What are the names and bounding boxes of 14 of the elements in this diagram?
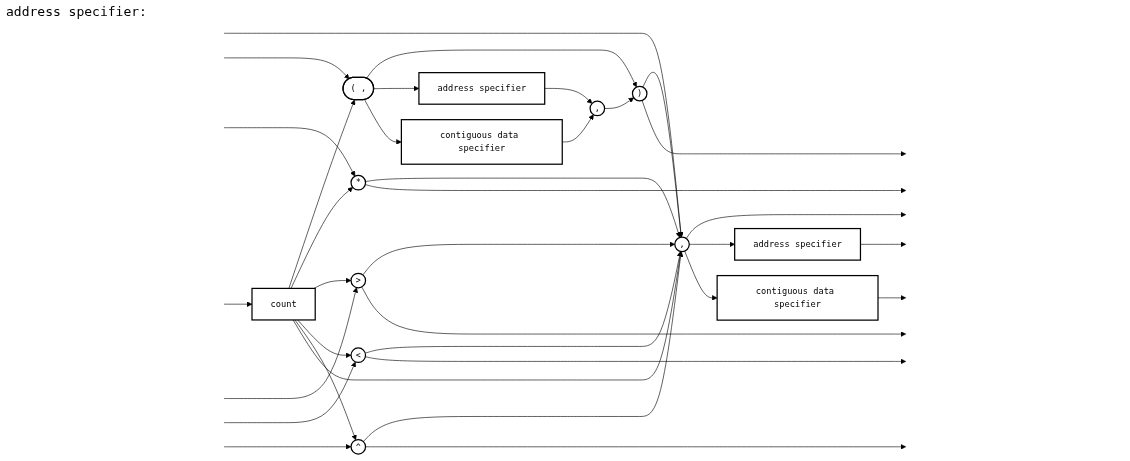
terminal-symbol: < bbox=[350, 347, 367, 364]
terminal-symbol: , bbox=[674, 236, 690, 253]
terminal-symbol: ^ bbox=[350, 438, 367, 455]
terminal-symbol: , bbox=[589, 100, 606, 117]
syntax-element-box: address specifier bbox=[418, 72, 546, 105]
syntax-element-box: contiguous data specifier bbox=[716, 274, 879, 321]
syntax-element-box: address specifier bbox=[734, 227, 862, 261]
terminal-symbol: ( , bbox=[342, 76, 375, 101]
syntax-element-box: count bbox=[251, 287, 316, 321]
terminal-symbol: * bbox=[350, 174, 367, 191]
terminal-symbol: ) bbox=[631, 85, 648, 102]
terminal-symbol: > bbox=[350, 272, 367, 289]
syntax-element-box: contiguous data specifier bbox=[400, 119, 563, 165]
diagram-title: address specifier: bbox=[6, 4, 147, 19]
